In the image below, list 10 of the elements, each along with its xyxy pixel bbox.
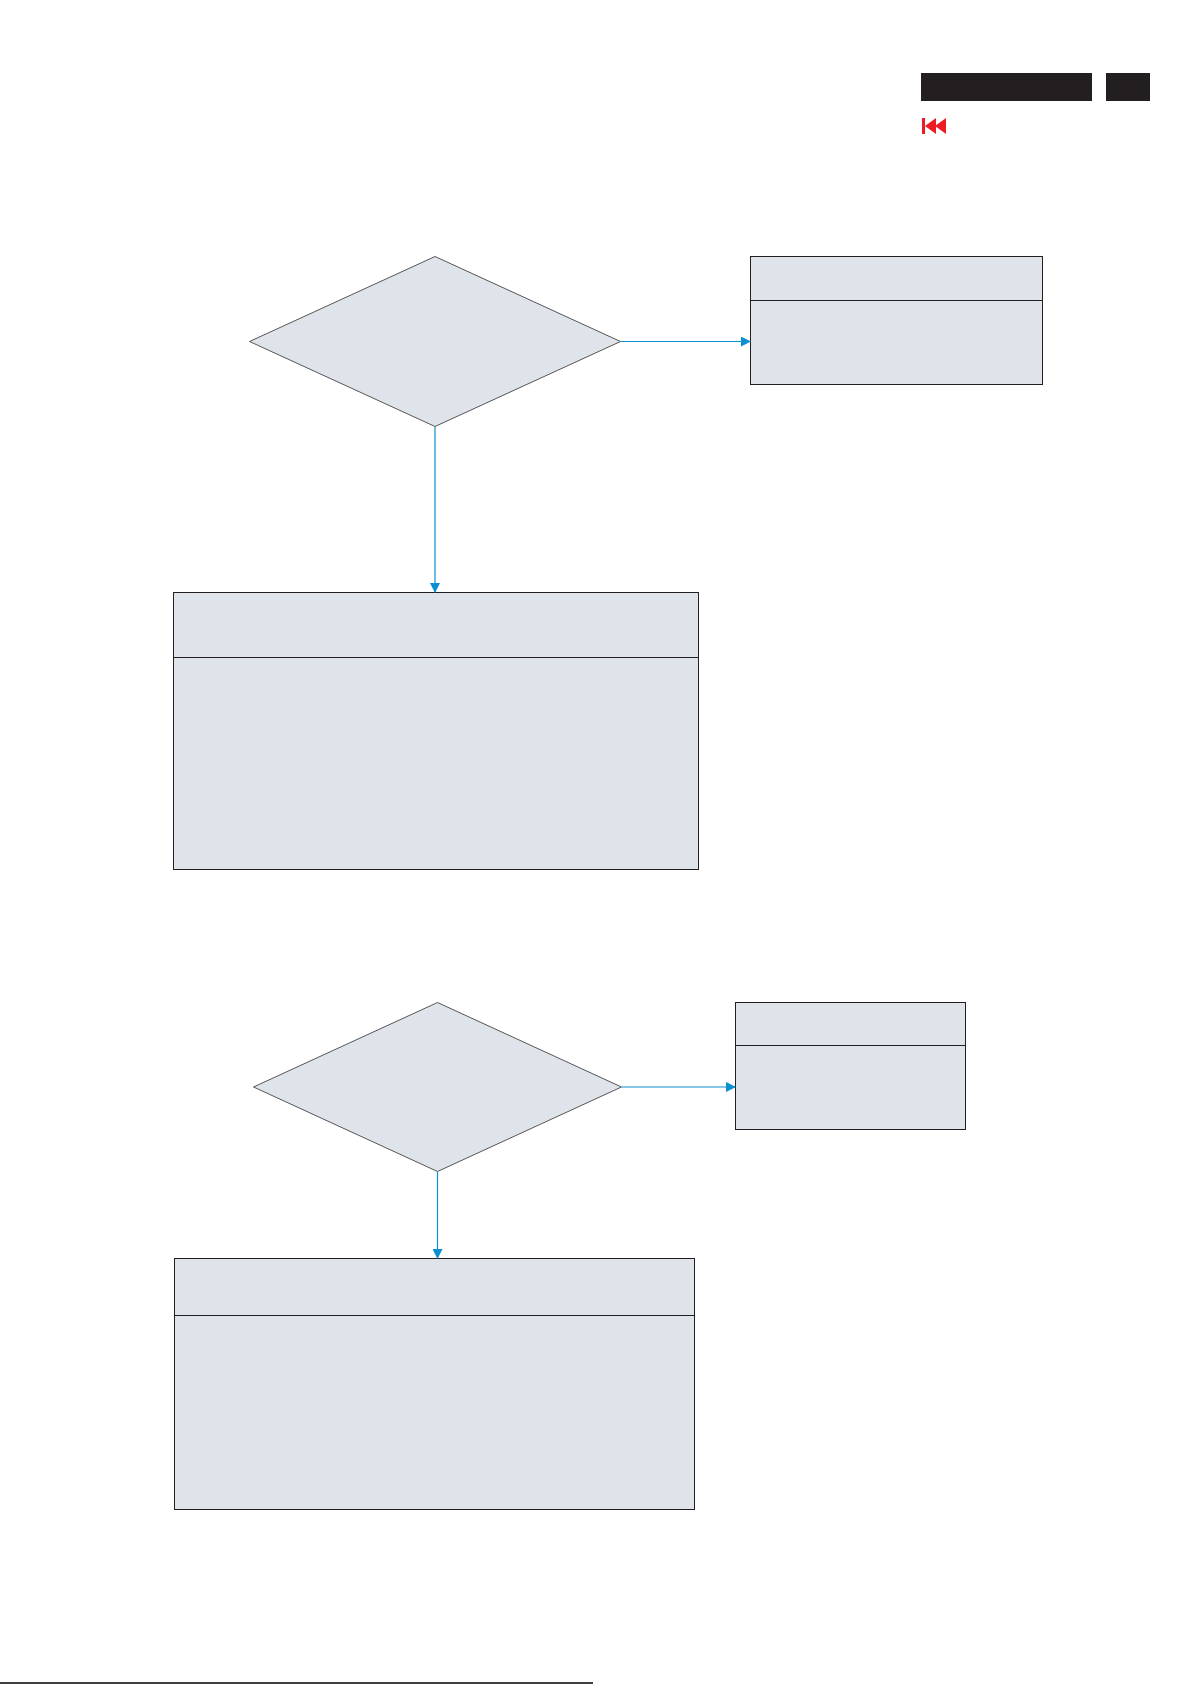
process-box — [735, 1002, 966, 1130]
decision-diamond — [253, 1002, 622, 1172]
arrow — [621, 1082, 736, 1092]
arrow — [620, 336, 751, 347]
process-box — [174, 1258, 695, 1510]
process-box — [173, 592, 699, 870]
arrow — [432, 1171, 443, 1259]
decision-diamond — [249, 256, 621, 427]
arrow — [430, 426, 440, 593]
process-box — [750, 256, 1043, 385]
